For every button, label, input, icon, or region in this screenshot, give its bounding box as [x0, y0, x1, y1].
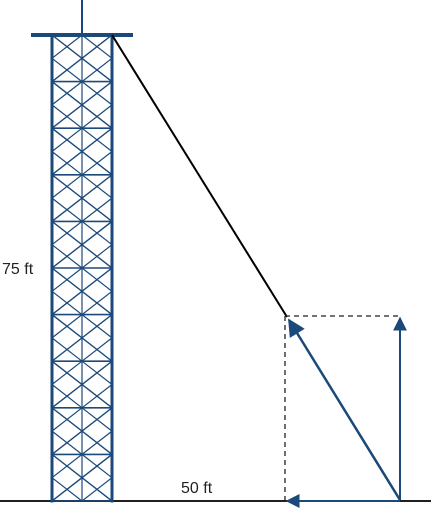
tower-brace	[51, 197, 83, 223]
tower-brace	[51, 430, 83, 456]
tower-brace	[51, 220, 83, 246]
tower-brace	[51, 383, 83, 409]
tower-brace	[51, 104, 83, 130]
tower-brace	[81, 453, 113, 479]
tower-brace	[81, 34, 113, 60]
tower-brace	[81, 383, 113, 409]
tower-brace	[51, 453, 83, 479]
tower-brace	[81, 476, 113, 502]
tower-brace	[51, 127, 83, 153]
tower-brace	[51, 360, 83, 386]
tower-brace	[81, 150, 113, 176]
height-label: 75 ft	[2, 261, 34, 278]
tower-brace	[51, 243, 83, 269]
tower-brace	[51, 173, 83, 199]
tower-brace	[81, 173, 113, 199]
tower-brace	[51, 267, 83, 293]
tower-brace	[51, 57, 83, 83]
base-label: 50 ft	[181, 480, 213, 497]
tower-brace	[81, 337, 113, 363]
tower-brace	[51, 313, 83, 339]
tower-brace	[81, 267, 113, 293]
tower-brace	[81, 220, 113, 246]
tower-brace	[51, 80, 83, 106]
tower-brace	[81, 243, 113, 269]
tower-brace	[81, 313, 113, 339]
tower-brace	[51, 406, 83, 432]
tower-brace	[81, 80, 113, 106]
tower-brace	[51, 476, 83, 502]
tower-brace	[81, 360, 113, 386]
tower-brace	[81, 127, 113, 153]
tower-brace	[51, 290, 83, 316]
guy-wire	[111, 34, 288, 318]
tower-brace	[81, 430, 113, 456]
tower-brace	[51, 34, 83, 60]
tower-brace	[81, 197, 113, 223]
tower-brace	[51, 150, 83, 176]
tower-brace	[51, 337, 83, 363]
tower-brace	[81, 406, 113, 432]
tower-brace	[81, 104, 113, 130]
tower-brace	[81, 290, 113, 316]
tower-brace	[81, 57, 113, 83]
tension-vector-arrow	[287, 318, 402, 501]
tower	[50, 33, 114, 503]
